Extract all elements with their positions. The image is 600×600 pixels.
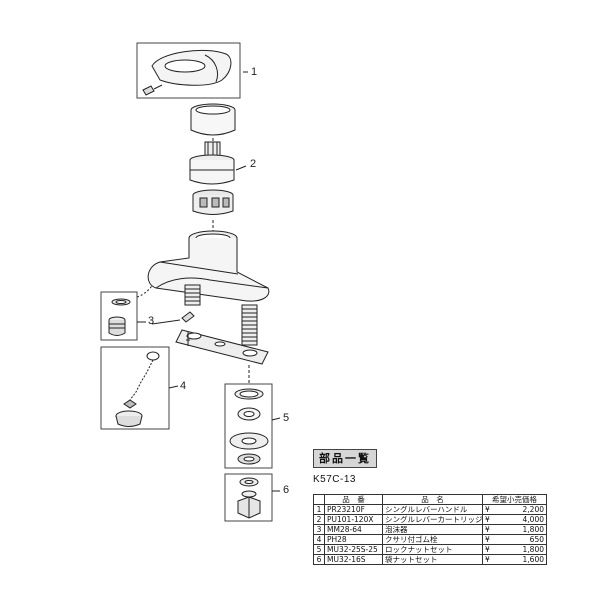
cap-nut-set-drawing: [224, 473, 273, 522]
table-header-row: 品 番 品 名 希望小売価格: [313, 494, 547, 505]
handle-cap-drawing: [190, 103, 236, 136]
price-value: 1,600: [522, 555, 544, 564]
part-number: MM28-64: [324, 524, 383, 535]
threaded-shanks-drawing: [184, 284, 258, 346]
row-no: 3: [313, 524, 325, 535]
parts-list-heading: 部品一覧: [313, 449, 377, 468]
table-row: 6 MU32-16S 袋ナットセット ¥1,600: [313, 554, 547, 565]
column-header-part-name: 品 名: [382, 494, 483, 505]
price: ¥650: [482, 534, 547, 545]
part-name: シングルレバーハンドル: [382, 504, 483, 515]
row-no: 1: [313, 504, 325, 515]
part-number: PU101-120X: [324, 514, 383, 525]
price-value: 1,800: [522, 525, 544, 534]
column-header-part-number: 品 番: [324, 494, 383, 505]
price-value: 4,000: [522, 515, 544, 524]
callout-4: 4: [180, 380, 187, 392]
price-value: 2,200: [522, 505, 544, 514]
handle-lever-drawing: [136, 42, 241, 99]
price: ¥2,200: [482, 504, 547, 515]
base-plate-drawing: [175, 329, 269, 365]
currency-symbol: ¥: [485, 545, 490, 554]
part-number: MU32-25S-25: [324, 544, 383, 555]
lock-nut-set-drawing: [224, 383, 273, 469]
price: ¥1,600: [482, 554, 547, 565]
part-name: シングルレバーカートリッジ: [382, 514, 483, 525]
currency-symbol: ¥: [485, 535, 490, 544]
aerator-drawing: [100, 291, 138, 341]
price: ¥1,800: [482, 524, 547, 535]
model-number: K57C-13: [313, 474, 356, 485]
table-row: 1 PR23210F シングルレバーハンドル ¥2,200: [313, 504, 547, 515]
currency-symbol: ¥: [485, 525, 490, 534]
currency-symbol: ¥: [485, 555, 490, 564]
callout-1: 1: [251, 66, 258, 78]
callout-2: 2: [250, 158, 257, 170]
callout-3: 3: [148, 315, 155, 327]
column-header-no: [313, 494, 325, 505]
row-no: 2: [313, 514, 325, 525]
cartridge-drawing: [189, 141, 235, 185]
cartridge-base-drawing: [192, 189, 234, 215]
faucet-body-drawing: [147, 230, 270, 302]
price: ¥4,000: [482, 514, 547, 525]
parts-table: 品 番 品 名 希望小売価格 1 PR23210F シングルレバーハンドル ¥2…: [313, 494, 547, 565]
part-name: クサリ付ゴム栓: [382, 534, 483, 545]
table-row: 3 MM28-64 泡沫器 ¥1,800: [313, 524, 547, 535]
part-number: MU32-16S: [324, 554, 383, 565]
chain-plug-drawing: [100, 346, 170, 430]
part-number: PR23210F: [324, 504, 383, 515]
table-row: 5 MU32-25S-25 ロックナットセット ¥1,800: [313, 544, 547, 555]
part-number: PH28: [324, 534, 383, 545]
callout-6: 6: [283, 484, 290, 496]
table-row: 4 PH28 クサリ付ゴム栓 ¥650: [313, 534, 547, 545]
price-value: 1,800: [522, 545, 544, 554]
currency-symbol: ¥: [485, 505, 490, 514]
row-no: 6: [313, 554, 325, 565]
table-row: 2 PU101-120X シングルレバーカートリッジ ¥4,000: [313, 514, 547, 525]
row-no: 4: [313, 534, 325, 545]
price: ¥1,800: [482, 544, 547, 555]
part-name: 泡沫器: [382, 524, 483, 535]
callout-5: 5: [283, 412, 290, 424]
column-header-price: 希望小売価格: [482, 494, 547, 505]
price-value: 650: [529, 535, 544, 544]
row-no: 5: [313, 544, 325, 555]
currency-symbol: ¥: [485, 515, 490, 524]
part-name: 袋ナットセット: [382, 554, 483, 565]
part-name: ロックナットセット: [382, 544, 483, 555]
